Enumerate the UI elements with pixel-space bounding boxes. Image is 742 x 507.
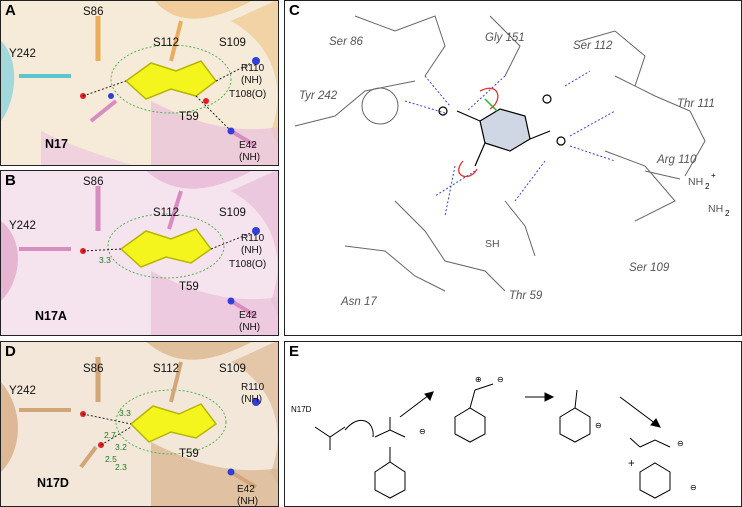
label-r110-sub: (NH) [241,75,262,86]
panel-b-structure: 3.3 S86 S112 S109 Y242 R110 (NH) T108(O)… [1,171,278,335]
panel-a-structure: S86 S112 S109 Y242 R110 (NH) T108(O) T59… [1,1,278,165]
label-y242: Y242 [9,48,36,60]
label-r110: R110 [241,382,265,393]
atom-nh2-top-sub: 2 [705,182,710,191]
panel-a-letter: A [5,2,16,19]
panel-c-interaction-diagram: Ser 86 Gly 151 Ser 112 Tyr 242 Thr 111 A… [285,1,741,335]
atom-nh2-bottom-sub: 2 [725,209,730,218]
label-variant: N17 [45,137,68,151]
distance-2-3: 2.3 [115,462,127,472]
panel-d: 3.3 2.7 3.2 2.5 2.3 S86 S112 S109 Y242 R… [0,341,279,507]
charge-1: ⊖ [419,427,426,436]
label-r110-sub: (NH) [241,245,262,256]
atom-nh2-top: NH [688,176,703,188]
residue-gly151: Gly 151 [485,32,525,44]
label-s109: S109 [219,207,246,219]
label-variant: N17D [37,476,69,490]
panel-b-letter: B [5,172,16,189]
label-e42: E42 [237,484,255,495]
label-e42-sub: (NH) [239,152,260,163]
label-t59: T59 [179,111,199,123]
label-r110: R110 [241,233,265,244]
atom-nh2-bottom: NH [708,203,723,215]
distance-3-3: 3.3 [119,408,131,418]
mechanism-structures [314,383,671,499]
mechanism-residue-label: N17D [291,405,312,414]
label-s109: S109 [219,363,246,375]
panel-e: N17D ⊖ ⊕ ⊖ ⊖ ⊖ ⊖ + E [284,341,742,507]
charge-2: ⊖ [497,375,504,384]
distance-label: 3.3 [99,255,111,265]
charge-plus: ⊕ [475,375,482,384]
label-r110-sub: (NH) [241,394,262,405]
residue-thr59: Thr 59 [509,290,543,302]
residue-ser109: Ser 109 [629,262,670,274]
distance-3-2: 3.2 [115,442,127,452]
ligand-sticks [129,403,218,443]
charge-4: ⊖ [677,439,684,448]
label-variant: N17A [35,309,67,323]
density-mesh [115,389,227,455]
distance-2-7: 2.7 [104,430,116,440]
label-e42: E42 [239,140,257,151]
label-t59: T59 [179,448,199,460]
charge-5: ⊖ [690,483,697,492]
label-e42-sub: (NH) [237,496,258,507]
panel-c: Ser 86 Gly 151 Ser 112 Tyr 242 Thr 111 A… [284,0,742,336]
residue-arg110: Arg 110 [656,154,697,166]
label-y242: Y242 [9,385,36,397]
label-s112: S112 [153,37,179,49]
label-e42-sub: (NH) [239,322,260,333]
charge-3: ⊖ [595,421,602,430]
distance-2-5: 2.5 [105,454,117,464]
residue-thr111: Thr 111 [677,98,715,110]
panel-d-letter: D [5,343,16,360]
panel-d-structure: 3.3 2.7 3.2 2.5 2.3 S86 S112 S109 Y242 R… [1,342,278,507]
label-s86: S86 [83,176,103,188]
atom-plus: + [711,171,716,180]
residue-tyr242: Tyr 242 [299,90,338,102]
hydrogen-bonds [404,70,616,217]
label-s86: S86 [83,6,103,18]
residue-skeletons [294,15,706,292]
label-y242: Y242 [9,220,36,232]
panel-e-mechanism: N17D ⊖ ⊕ ⊖ ⊖ ⊖ ⊖ + [285,342,741,506]
atom-sh: SH [485,238,500,250]
residue-ser112: Ser 112 [573,40,613,52]
label-s109: S109 [219,37,246,49]
density-mesh [107,213,225,279]
reaction-arrows [399,391,661,428]
density-mesh [110,44,232,114]
ligand-structure [438,94,566,167]
panel-e-letter: E [289,343,300,360]
label-e42: E42 [239,310,257,321]
product-plus: + [628,458,635,470]
panel-b: 3.3 S86 S112 S109 Y242 R110 (NH) T108(O)… [0,170,279,336]
label-t108: T108(O) [229,259,266,270]
panel-c-letter: C [289,2,300,19]
label-s86: S86 [83,363,103,375]
label-s112: S112 [153,363,179,375]
panel-a: S86 S112 S109 Y242 R110 (NH) T108(O) T59… [0,0,279,166]
label-t59: T59 [179,281,199,293]
label-t108: T108(O) [229,89,266,100]
label-r110: R110 [241,63,265,74]
residue-ser86: Ser 86 [329,36,363,48]
label-s112: S112 [153,207,179,219]
residue-asn17: Asn 17 [340,296,377,308]
